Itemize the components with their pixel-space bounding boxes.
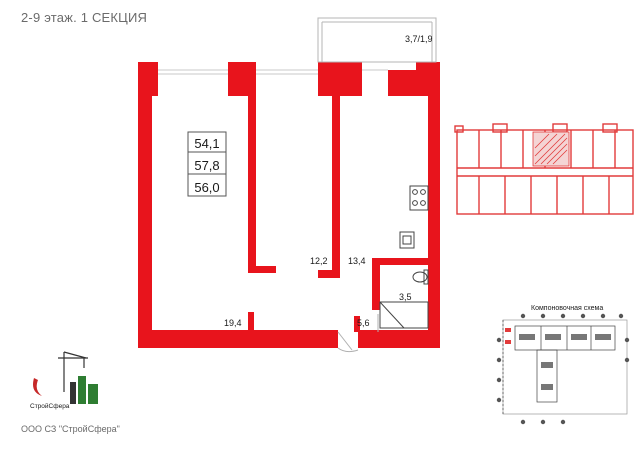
wall-partition-2 <box>332 96 340 278</box>
wall-bottom-left <box>138 330 338 348</box>
room-bedroom-area: 12,2 <box>310 256 328 266</box>
section-keyplan <box>454 123 634 215</box>
page-title: 2-9 этаж. 1 СЕКЦИЯ <box>21 10 148 25</box>
room-bathroom-area: 3,5 <box>399 292 412 302</box>
stove-icon <box>409 185 429 211</box>
windows <box>158 69 388 75</box>
wall-top-mid2 <box>318 62 362 96</box>
area-3: 56,0 <box>194 180 219 195</box>
logo-swoosh-icon <box>33 378 42 396</box>
wall-bath-top <box>372 258 428 265</box>
wall-bath-left <box>372 258 380 310</box>
toilet-icon <box>412 269 429 285</box>
room-hall-area: 5,6 <box>357 318 370 328</box>
area-total: 54,1 <box>194 136 219 151</box>
logo-text: СтройСфера <box>30 402 70 410</box>
area-2: 57,8 <box>194 158 219 173</box>
wall-bottom-right <box>358 330 440 348</box>
keyplan-highlight <box>532 131 570 167</box>
layout-scheme: Компоновочная схема <box>496 305 630 425</box>
walls <box>138 62 440 348</box>
balcony <box>317 17 437 63</box>
wall-partition-1 <box>248 96 256 272</box>
area-box <box>187 131 227 197</box>
wall-top-mid1 <box>228 62 256 96</box>
sink-icon <box>399 231 415 249</box>
door-swings <box>337 314 379 353</box>
wall-right <box>428 62 440 348</box>
company-logo: СтройСфера <box>30 351 98 410</box>
company-name: ООО СЗ "СтройСфера" <box>21 424 120 434</box>
wall-left <box>138 62 152 348</box>
room-living-area: 19,4 <box>224 318 242 328</box>
scheme-title: Компоновочная схема <box>531 305 603 312</box>
room-kitchen-area: 13,4 <box>348 256 366 266</box>
room-balcony-area: 3,7/1,9 <box>405 34 433 44</box>
shower-icon <box>379 301 429 329</box>
building-icon <box>78 376 98 404</box>
